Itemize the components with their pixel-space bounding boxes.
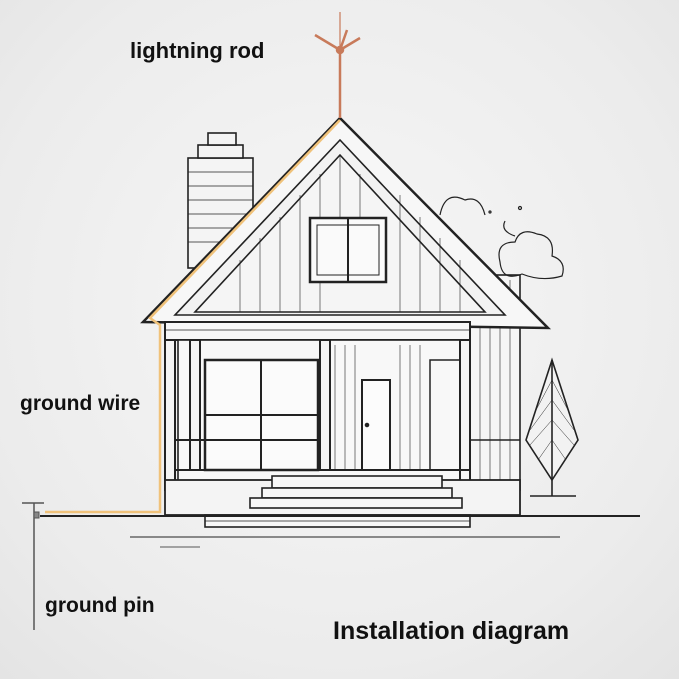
ground-line	[40, 515, 640, 548]
lightning-rod-label: lightning rod	[130, 38, 265, 63]
ground-pin-label: ground pin	[45, 594, 155, 617]
porch-beam	[164, 321, 471, 341]
ground-wire	[45, 119, 341, 514]
lightning-rod	[314, 12, 361, 118]
ground-pin	[22, 502, 44, 630]
tree	[525, 357, 579, 497]
ground-wire-label: ground wire	[20, 392, 141, 415]
steps	[164, 475, 521, 528]
clouds	[439, 196, 564, 280]
front-wall	[164, 339, 520, 491]
gable	[140, 116, 552, 330]
diagram-title: Installation diagram	[333, 617, 570, 645]
